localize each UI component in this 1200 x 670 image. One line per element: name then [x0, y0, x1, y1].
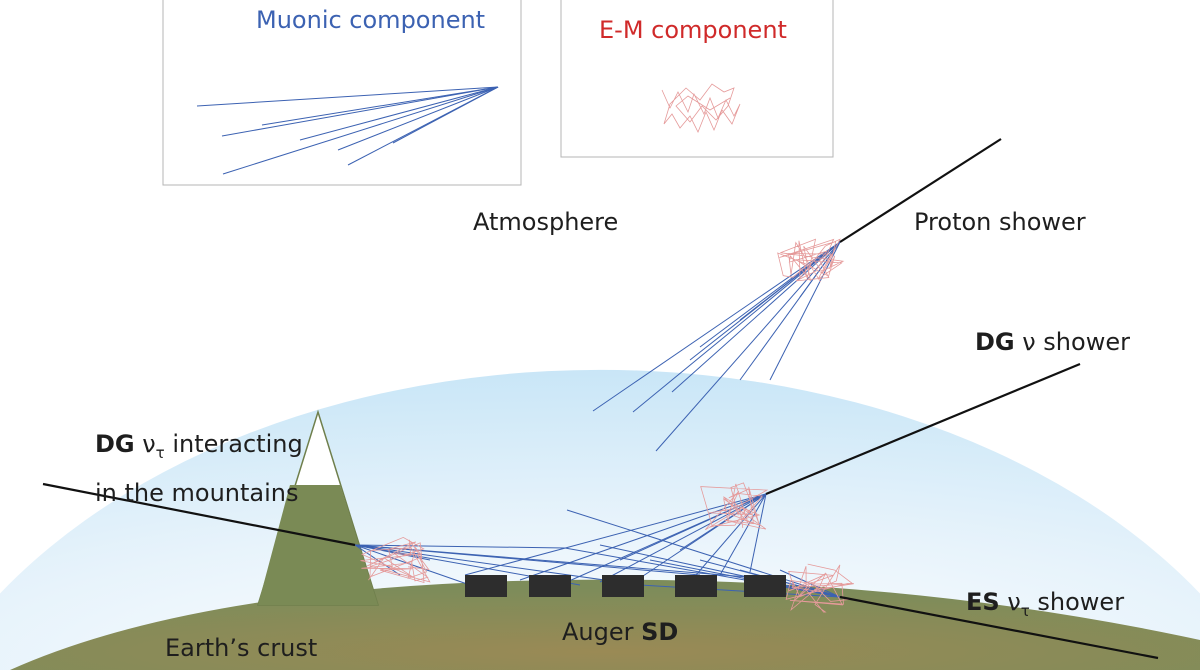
muonic-component-title: Muonic component — [256, 6, 486, 34]
es-shower-label: ES ντ shower — [966, 588, 1124, 625]
mountain-muon-line — [354, 544, 566, 549]
proton-shower-label: Proton shower — [914, 208, 1086, 236]
es-shower-text: shower — [1037, 588, 1125, 616]
dg-mountains-label: DG ντ interacting in the mountains — [95, 424, 303, 513]
detector-tank-icon — [465, 575, 507, 597]
es-muon-line — [639, 584, 841, 598]
shower-particles — [354, 238, 855, 613]
mountain-muon-line — [354, 544, 641, 586]
auger-sd-label: Auger SD — [562, 618, 678, 646]
em-zigzag — [661, 83, 741, 133]
dg-muon-line — [749, 493, 767, 573]
dg-shower-text: ν shower — [1022, 328, 1130, 356]
dg-mountains-line2: in the mountains — [95, 479, 299, 507]
es-em-cascade — [785, 563, 855, 613]
proton-track — [839, 138, 1002, 243]
detector-tank-icon — [744, 575, 786, 597]
es-prefix: ES — [966, 588, 1000, 616]
em-component-box — [560, 0, 834, 158]
detector-array — [465, 575, 786, 597]
es-muon-line — [566, 509, 841, 598]
proton-muon-line — [769, 241, 841, 381]
mountain-em-cascade — [360, 536, 431, 584]
dg-muon-line — [619, 493, 767, 561]
detector-tank-icon — [675, 575, 717, 597]
proton-muon-line — [699, 241, 841, 348]
dg-shower-label: DG ν shower — [975, 328, 1130, 356]
muon-lines — [196, 86, 499, 175]
auger-text: Auger — [562, 618, 634, 646]
dg-mountains-nu: ν — [142, 430, 156, 458]
sd-text: SD — [641, 618, 679, 646]
dg-mountains-prefix: DG — [95, 430, 135, 458]
dg-nu-track — [765, 362, 1081, 496]
detector-tank-icon — [602, 575, 644, 597]
proton-muon-line — [671, 241, 841, 393]
dg-muon-line — [464, 493, 767, 576]
em-component-title: E-M component — [599, 16, 787, 44]
es-tau: τ — [1020, 602, 1030, 620]
primary-tracks — [42, 138, 1159, 660]
mountain-nu-track — [42, 482, 356, 547]
proton-em-cascade — [777, 238, 845, 283]
dg-em-cascade — [700, 482, 769, 531]
es-nu-track — [839, 595, 1159, 660]
dg-mountains-tau: τ — [155, 444, 165, 462]
detector-tank-icon — [529, 575, 571, 597]
atmosphere-label: Atmosphere — [473, 208, 619, 236]
mountain-icon — [256, 409, 380, 606]
muonic-component-box — [162, 0, 522, 186]
es-nu: ν — [1007, 588, 1021, 616]
proton-muon-line — [689, 241, 841, 361]
dg-mountains-line1: interacting — [172, 430, 303, 458]
mountain-muon-line — [354, 544, 431, 561]
dg-prefix: DG — [975, 328, 1015, 356]
earths-crust-label: Earth’s crust — [165, 634, 318, 662]
dg-muon-line — [519, 493, 767, 581]
mountain-muon-line — [354, 544, 761, 579]
proton-muon-line — [592, 241, 841, 412]
